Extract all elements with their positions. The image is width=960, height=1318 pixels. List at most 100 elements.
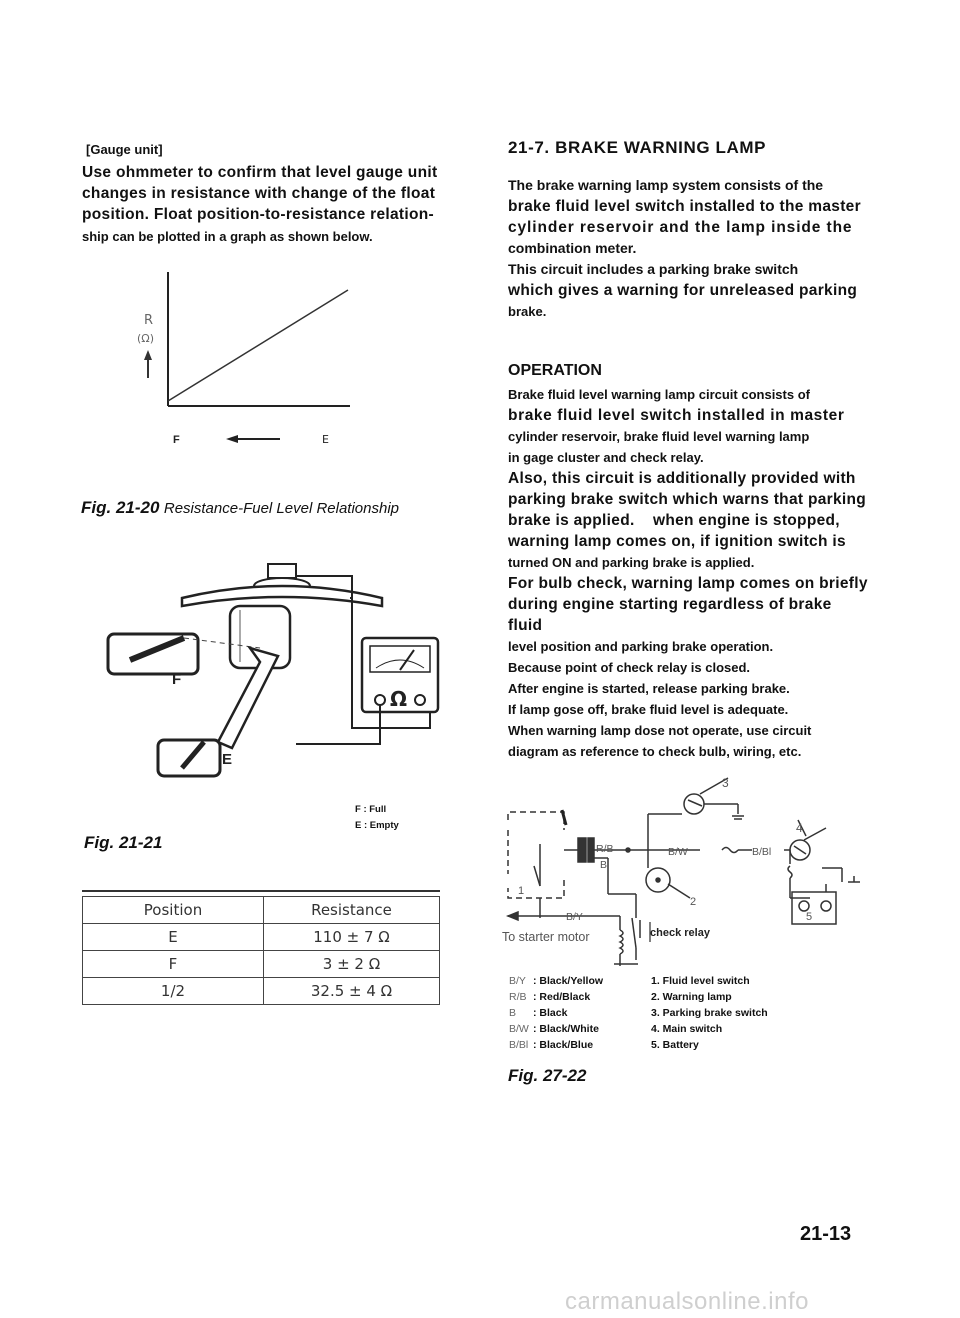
graph-y-label: R (144, 313, 153, 328)
intro-line: brake fluid level switch installed to th… (508, 198, 861, 215)
legend-text: : Red/Black (533, 991, 591, 1003)
operation-line: diagram as reference to check bulb, wiri… (508, 744, 802, 759)
page-number: 21-13 (800, 1223, 852, 1245)
operation-line: level position and parking brake operati… (508, 639, 774, 654)
fuel-gauge-illustration: F E Ω (106, 563, 440, 778)
legend-code: B (509, 1007, 517, 1019)
operation-line: warning lamp comes on, if ignition switc… (508, 533, 846, 550)
table-header: Resistance (263, 896, 440, 924)
legend-row: B : Black (509, 1005, 603, 1021)
graph-y-arrowhead (144, 350, 152, 360)
legend-code: B/Y (509, 975, 526, 987)
legend-row: B/Y : Black/Yellow (509, 973, 603, 989)
operation-line: If lamp gose off, brake fluid level is a… (508, 702, 789, 717)
legend-row: R/B : Red/Black (509, 989, 603, 1005)
circuit-diagram: R/B B B/W B/Bl B/Y To starter motor chec… (502, 776, 860, 966)
parts-row: 5. Battery (651, 1039, 699, 1051)
operation-line: turned ON and parking brake is applied. (508, 555, 755, 570)
operation-line: in gage cluster and check relay. (508, 450, 704, 465)
float-full-label: F (172, 671, 181, 688)
legend-text: : Black/Blue (533, 1039, 594, 1051)
operation-text: Brake fluid level warning lamp circuit c… (508, 384, 868, 762)
gauge-unit-text: Use ohmmeter to confirm that level gauge… (82, 162, 442, 247)
resistance-table: Position Resistance E 110 ± 7 Ω F 3 ± 2 … (82, 896, 440, 1005)
key-full: F : Full (355, 804, 387, 815)
operation-line: parking brake switch which warns that pa… (508, 491, 867, 508)
intro-line: brake. (508, 304, 547, 319)
table-header: Position (82, 896, 264, 924)
starter-motor-label: To starter motor (502, 930, 590, 944)
operation-line: Also, this circuit is additionally provi… (508, 470, 856, 487)
table-cell: 1/2 (82, 977, 264, 1005)
parts-row: 4. Main switch (651, 1023, 723, 1035)
wire-bw-label: B/W (668, 846, 688, 858)
wire-b-label: B (600, 859, 607, 871)
legend-text: : Black/White (533, 1023, 599, 1035)
fig-caption-text: Resistance-Fuel Level Relationship (163, 500, 399, 517)
circuit-num-2: 2 (690, 896, 696, 908)
table-cell: 110 ± 7 Ω (263, 923, 440, 951)
table-row: F 3 ± 2 Ω (82, 950, 440, 978)
operation-line: For bulb check, warning lamp comes on br… (508, 575, 868, 592)
wire-by-label: B/Y (566, 911, 583, 923)
circuit-num-4: 4 (796, 821, 803, 835)
watermark: carmanualsonline.info (565, 1288, 809, 1315)
float-empty-label: E (222, 751, 232, 768)
section-title: 21-7. BRAKE WARNING LAMP (508, 138, 767, 157)
circuit-num-1: 1 (518, 885, 524, 897)
wire-color-legend: B/Y : Black/Yellow R/B : Red/Black B : Blac… (509, 973, 603, 1053)
gauge-unit-heading: [Gauge unit] (86, 142, 163, 157)
operation-line: Because point of check relay is closed. (508, 660, 751, 675)
wire-bbl-label: B/Bl (752, 846, 771, 858)
check-relay-label: check relay (650, 927, 711, 939)
wire-rb-label: R/B (596, 843, 614, 855)
fig-27-22-label: Fig. 27-22 (508, 1066, 587, 1085)
operation-line: cylinder reservoir, brake fluid level wa… (508, 429, 810, 444)
intro-line: combination meter. (508, 240, 637, 256)
graph-line (167, 289, 349, 402)
graph-x-left-label: F (173, 434, 180, 446)
table-cell: 32.5 ± 4 Ω (263, 977, 440, 1005)
legend-row: B/Bl : Black/Blue (509, 1037, 603, 1053)
graph-x-right-label: E (322, 433, 329, 446)
fig-21-20-caption: Fig. 21-20 Resistance-Fuel Level Relatio… (81, 498, 399, 518)
operation-line: during engine starting regardless of bra… (508, 596, 832, 634)
intro-text: The brake warning lamp system consists o… (508, 175, 868, 322)
intro-line: The brake warning lamp system consists o… (508, 177, 824, 193)
intro-line: cylinder reservoir and the lamp inside t… (508, 219, 853, 236)
parts-row: 1. Fluid level switch (651, 975, 750, 987)
table-row: E 110 ± 7 Ω (82, 923, 440, 951)
intro-line: This circuit includes a parking brake sw… (508, 261, 799, 277)
operation-line: Brake fluid level warning lamp circuit c… (508, 387, 810, 402)
table-cell: E (82, 923, 264, 951)
circuit-num-5: 5 (806, 911, 812, 923)
gauge-line: Use ohmmeter to confirm that level gauge… (82, 164, 438, 181)
parts-legend: 1. Fluid level switch 2. Warning lamp 3.… (651, 973, 768, 1053)
graph-y-unit: (Ω) (137, 332, 154, 345)
fig-label: Fig. 21-20 (81, 498, 160, 517)
table-cell: 3 ± 2 Ω (263, 950, 440, 978)
operation-line: brake is applied. when engine is stopped… (508, 512, 840, 529)
operation-line: When warning lamp dose not operate, use … (508, 723, 812, 738)
gauge-line: position. Float position-to-resistance r… (82, 206, 434, 223)
legend-code: R/B (509, 991, 527, 1003)
legend-text: : Black/Yellow (533, 975, 604, 987)
circuit-num-3: 3 (722, 776, 729, 790)
operation-heading: OPERATION (508, 362, 602, 379)
legend-row: B/W : Black/White (509, 1021, 603, 1037)
intro-line: which gives a warning for unreleased par… (508, 282, 858, 299)
parts-row: 3. Parking brake switch (651, 1007, 768, 1019)
table-cell: F (82, 950, 264, 978)
resistance-graph: R (Ω) F E (137, 272, 350, 446)
fig-21-21-label: Fig. 21-21 (84, 833, 163, 852)
fig-21-21-key: F : Full E : Empty (355, 802, 399, 834)
legend-code: B/W (509, 1023, 529, 1035)
table-header-row: Position Resistance (82, 896, 440, 924)
operation-line: After engine is started, release parking… (508, 681, 790, 696)
ohm-symbol: Ω (390, 687, 407, 711)
gauge-line: changes in resistance with change of the… (82, 185, 436, 202)
legend-text: : Black (533, 1007, 568, 1019)
legend-code: B/Bl (509, 1039, 529, 1051)
parts-row: 2. Warning lamp (651, 991, 732, 1003)
key-empty: E : Empty (355, 820, 399, 831)
